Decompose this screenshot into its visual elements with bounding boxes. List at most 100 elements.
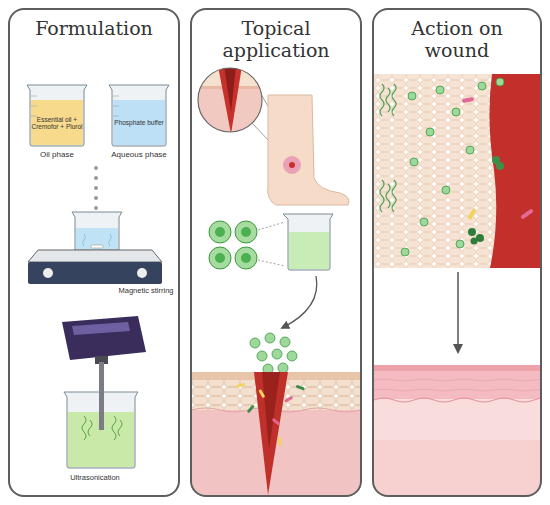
nanoemulsion-droplets-part [215, 227, 225, 237]
tissue-closeup-part-part [496, 162, 504, 170]
tissue-closeup-part-part-part [410, 158, 418, 166]
beaker: Essential oil + Cremofor + PlurolOil pha… [24, 82, 90, 148]
magnified-view-part [198, 68, 262, 132]
stage-panel: Action on wound [372, 8, 542, 497]
magnified-view-part [196, 66, 264, 134]
mixing-dots-part [94, 206, 98, 210]
healing-arrow-part [457, 272, 459, 352]
magnetic-stirrer-part [43, 268, 53, 278]
tissue-closeup-part-part [380, 180, 396, 212]
applied-droplets-part [272, 349, 282, 359]
nanoemulsion-droplets-part [258, 222, 285, 230]
tissue-closeup-part-part-part [456, 240, 464, 248]
tissue-closeup-part-part-part [401, 248, 409, 256]
nanoemulsion-droplets [209, 221, 285, 269]
magnified-view-part-part [224, 66, 236, 112]
mixing-dots-part [94, 196, 98, 200]
ultrasonicator-part [82, 416, 122, 440]
healed-skin-part [374, 440, 540, 495]
leg-illustration-part [268, 95, 349, 205]
panel-title: Topical application [201, 18, 351, 62]
magnetic-stirrer-part [28, 262, 162, 284]
tissue-closeup-part-part-part [471, 238, 478, 245]
wound-cross-section-part [236, 383, 245, 388]
healed-skin-part [374, 365, 540, 371]
magnified-view-part-part [196, 66, 264, 134]
beaker-gradation [113, 96, 119, 116]
mixing-dots-part [94, 176, 98, 180]
tissue-closeup-part-part-part [478, 82, 486, 90]
applied-droplets-part [250, 338, 260, 348]
magnified-view-part-part [218, 66, 242, 134]
wound-cross-section-part [284, 396, 293, 403]
tissue-closeup-part-part [462, 97, 475, 103]
healed-skin [374, 365, 540, 495]
applied-droplets [250, 333, 297, 374]
magnetic-stirrer-part [72, 212, 122, 250]
tissue-closeup-part-part-part [452, 108, 460, 116]
tissue-closeup-part-part [380, 84, 396, 116]
mixing-dots-part [94, 186, 98, 190]
beaker-liquid [113, 100, 165, 145]
tissue-closeup-part-part [468, 228, 484, 245]
beaker-glass [27, 85, 87, 146]
tissue-closeup-part-part [401, 78, 504, 256]
magnetic-stirrer-part [28, 250, 162, 262]
tissue-closeup-part-part-part [426, 128, 434, 136]
healed-skin-part [374, 398, 540, 402]
nanoemulsion-droplets-part [235, 221, 257, 243]
applied-droplets-part [265, 333, 275, 343]
step-label: Ultrasonication [52, 474, 138, 483]
nanoemulsion-droplets-part [215, 253, 225, 263]
ultrasonicator-part [64, 392, 138, 468]
applied-droplets-part [287, 351, 297, 361]
panel-title: Formulation [19, 18, 169, 40]
phase-label: Aqueous phase [100, 151, 178, 160]
ultrasonicator-part [72, 322, 130, 335]
tissue-closeup-part-part-part [468, 228, 476, 236]
tissue-closeup-part [374, 74, 540, 268]
ultrasonicator-part [62, 316, 146, 360]
tissue-closeup-part-part-part [496, 78, 504, 86]
wound-cross-section [192, 372, 360, 495]
beaker-content: Essential oil + Cremofor + Plurol [31, 102, 83, 144]
nanoemulsion-beaker [283, 214, 333, 270]
nanoemulsion-droplets-part [235, 247, 257, 269]
beaker: Phosphate bufferAqueous phase [106, 82, 172, 148]
nanoemulsion-beaker-part [289, 232, 329, 269]
beaker-content: Phosphate buffer [113, 102, 165, 144]
applied-droplets-part [278, 363, 288, 373]
magnetic-stirrer-part [83, 234, 112, 246]
wound-cross-section-part [262, 372, 280, 450]
nanoemulsion-droplets-part [241, 253, 251, 263]
wound-cross-section-part [296, 385, 305, 391]
applied-droplets-part [280, 337, 290, 347]
wound-cross-section-part [254, 372, 288, 495]
ultrasonicator [62, 316, 146, 468]
wound-cross-section-part [192, 410, 360, 495]
tissue-closeup-part-part-part [442, 186, 450, 194]
magnetic-stirrer-part [76, 228, 118, 249]
tissue-closeup-part-part-part [466, 146, 474, 154]
healed-skin-part [374, 371, 540, 399]
nanoemulsion-beaker-part [283, 214, 333, 270]
application-arrow-part [282, 276, 317, 328]
beaker-outline [106, 82, 172, 148]
healed-skin-part [374, 365, 540, 495]
tissue-closeup-part-part-part [420, 218, 428, 226]
wound-cross-section-part [258, 389, 265, 398]
beaker-outline [24, 82, 90, 148]
leg-illustration-part [289, 162, 295, 168]
nanoemulsion-droplets-part [209, 221, 231, 243]
healed-skin-part [374, 379, 540, 381]
magnetic-stirrer-part [91, 245, 103, 248]
wound-cross-section-part [277, 437, 282, 446]
wound-cross-section-part [247, 405, 255, 414]
leg-illustration [268, 95, 349, 205]
ultrasonicator-part [99, 392, 104, 430]
nanoemulsion-droplets-part [258, 260, 285, 266]
tissue-closeup-part-part [489, 74, 540, 268]
mixing-dots-part [94, 166, 98, 170]
panel-title: Action on wound [382, 18, 532, 62]
